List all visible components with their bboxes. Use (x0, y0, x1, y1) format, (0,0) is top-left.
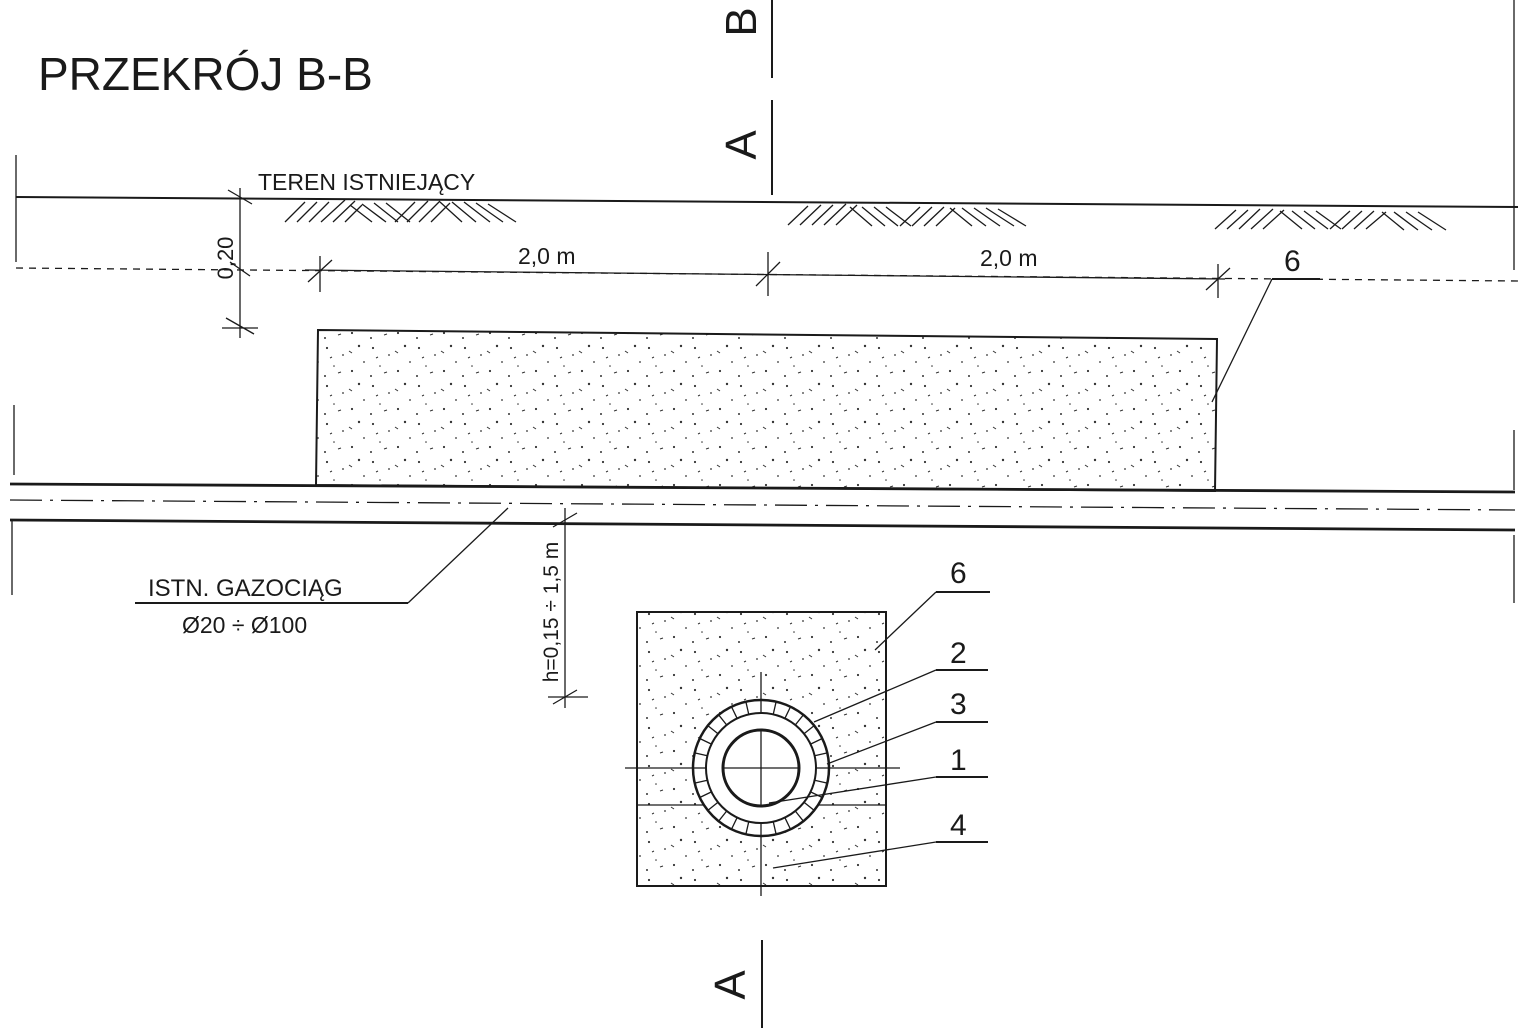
casing-segment-line (694, 752, 708, 757)
span-dimension-line (304, 269, 1226, 280)
casing-segment-line (794, 810, 804, 822)
casing-segment-line (745, 821, 750, 835)
pipeline-name: ISTN. GAZOCIĄG (148, 575, 343, 602)
span-dimension-ticks (307, 252, 1231, 298)
callout-3-leader (826, 721, 937, 765)
reference-dashed-line (15, 267, 1519, 282)
callout-3-number: 3 (950, 688, 967, 721)
depth-dimension-label: 0,20 (213, 237, 238, 280)
casing-segment-line (814, 779, 828, 784)
callout-2-number: 2 (950, 637, 967, 670)
section-mark-a-bottom: A (706, 970, 755, 1000)
casing-segment-line (784, 706, 792, 719)
callout-1-leader (768, 776, 937, 804)
terrain-hatch-1 (284, 199, 517, 223)
callout-2-leader (813, 669, 937, 723)
casing-segment-line (694, 779, 708, 784)
terrain-label: TEREN ISTNIEJĄCY (258, 169, 475, 195)
span-left-label: 2,0 m (518, 243, 576, 269)
casing-segment-line (699, 737, 712, 745)
drawing-title: PRZEKRÓJ B-B (38, 48, 373, 100)
casing-segment-line (803, 801, 815, 811)
casing-segment-line (784, 817, 792, 830)
protective-slab (314, 328, 1219, 493)
pipeline-diameter: Ø20 ÷ Ø100 (182, 612, 307, 638)
terrain-line (15, 196, 1519, 208)
callout-6-leader (874, 591, 937, 651)
cover-dimension-ticks (548, 512, 588, 705)
casing-segment-line (772, 701, 777, 715)
section-mark-b: B (717, 7, 766, 36)
casing-segment-line (730, 817, 738, 830)
casing-segments (693, 700, 829, 836)
span-right-label: 2,0 m (980, 245, 1038, 271)
casing-segment-line (794, 714, 804, 726)
casing-segment-line (718, 714, 728, 726)
pipeline-bottom-edge (9, 518, 1516, 532)
cover-dimension-label: h=0,15 ÷ 1,5 m (540, 542, 563, 683)
terrain-hatch-2 (787, 203, 1027, 227)
casing-segment-line (810, 737, 823, 745)
slab-callout-number: 6 (1284, 245, 1301, 278)
pipeline-leader-line (407, 507, 509, 604)
casing-segment-line (803, 725, 815, 735)
terrain-hatch-3 (1214, 208, 1447, 231)
section-mark-a-top: A (717, 130, 766, 160)
casing-segment-line (699, 791, 712, 799)
callout-6-number: 6 (950, 557, 967, 590)
casing-segment-line (707, 725, 719, 735)
casing-segment-line (730, 706, 738, 719)
casing-segment-line (707, 801, 719, 811)
pipeline-top-edge (9, 482, 1516, 494)
callout-4-number: 4 (950, 809, 967, 842)
depth-dimension-ticks (222, 189, 258, 335)
callout-4-leader (772, 841, 937, 869)
casing-segment-line (718, 810, 728, 822)
casing-segment-line (814, 752, 828, 757)
casing-segment-line (745, 701, 750, 715)
pipeline-axis (9, 499, 1516, 511)
slab-leader-line (1211, 278, 1273, 403)
callout-1-number: 1 (950, 744, 967, 777)
detail-callouts: 6 2 3 1 4 (768, 557, 990, 869)
casing-segment-line (810, 791, 823, 799)
casing-segment-line (772, 821, 777, 835)
